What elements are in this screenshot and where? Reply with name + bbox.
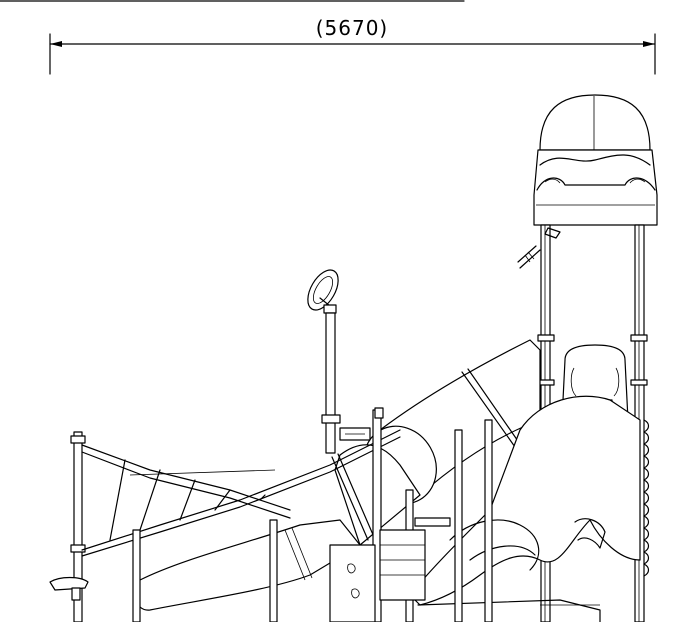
dimension-arrow-left bbox=[50, 41, 62, 47]
tower-handle bbox=[517, 227, 561, 269]
overall-width-dimension: (5670) bbox=[49, 16, 656, 75]
left-seat-piece bbox=[49, 576, 89, 601]
climbing-holds bbox=[643, 419, 650, 577]
steering-wheel-panel bbox=[307, 269, 341, 454]
tube-slide bbox=[134, 339, 541, 611]
tower-roof bbox=[533, 94, 658, 226]
dimension-arrow-right bbox=[643, 41, 655, 47]
deck-panel bbox=[329, 407, 451, 622]
dimension-label: (5670) bbox=[316, 16, 389, 40]
tower-clamps bbox=[537, 334, 648, 386]
